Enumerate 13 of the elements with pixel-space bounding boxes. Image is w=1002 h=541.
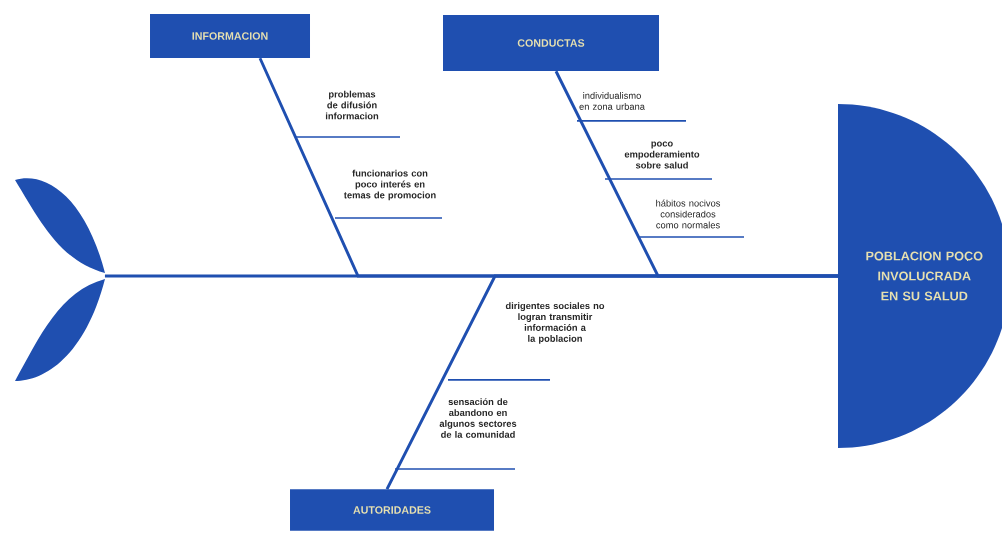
cause-label: funcionarios con poco interés en temas de promocion (343, 169, 436, 201)
category-box: INFORMACION (150, 14, 310, 58)
cause-label: sensación de abandono en algunos sectores de la comunidad (439, 398, 517, 438)
bone-line (385, 274, 838, 490)
fish-tail-drawing (15, 178, 105, 381)
cause-label: poco empoderamiento sobre salud (624, 141, 700, 169)
cause-label: individualismo en zona urbana (579, 92, 645, 110)
cause-label: problemas de difusión informacion (325, 90, 379, 120)
cause-label: hábitos nocivos considerados como normales (656, 199, 721, 229)
category-box: CONDUCTAS (443, 15, 659, 71)
cause-label: dirigentes sociales no logran transmitir información a la poblacion (505, 302, 605, 344)
fish-head: POBLACION POCO INVOLUCRADA EN SU SALUD (838, 104, 1002, 448)
category-box: AUTORIDADES (290, 489, 494, 531)
